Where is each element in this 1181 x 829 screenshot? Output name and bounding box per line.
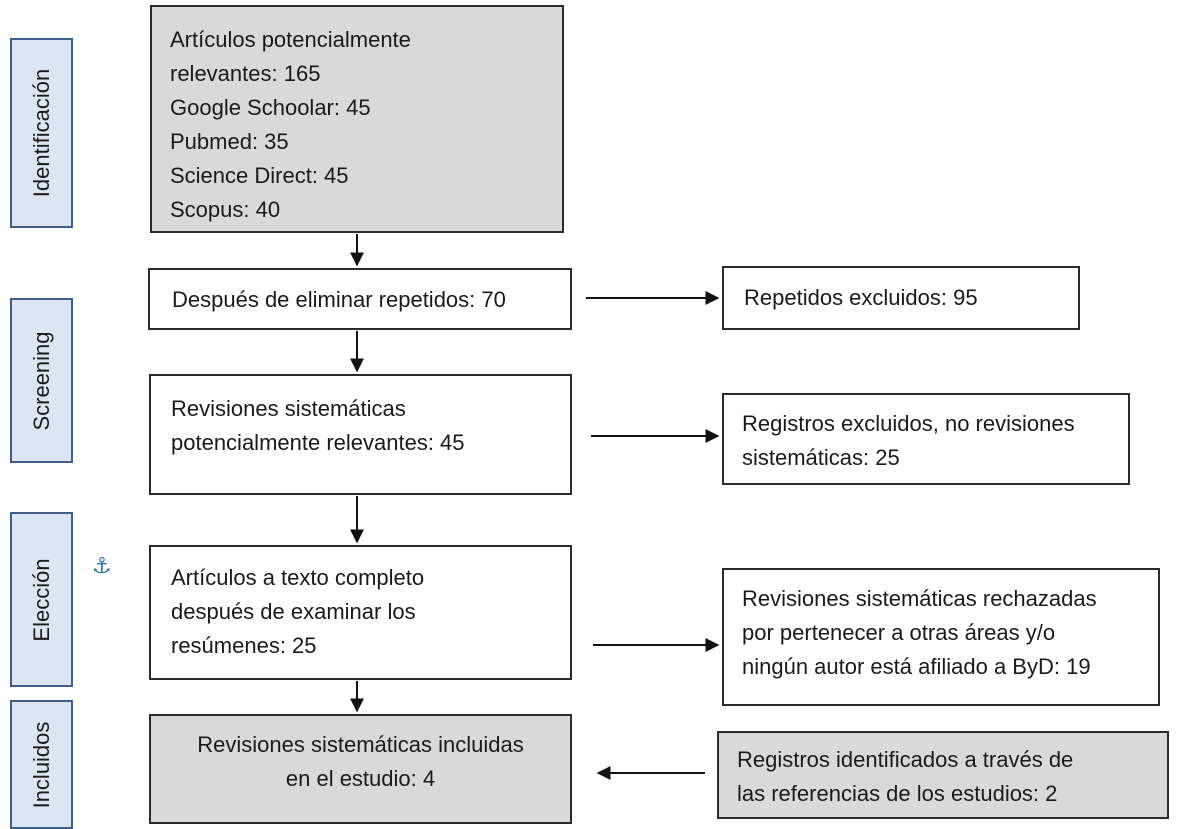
- box-line: Revisiones sistemáticas incluidas: [197, 732, 524, 757]
- box-line: Scopus: 40: [170, 197, 281, 222]
- box-line: potencialmente relevantes: 45: [171, 430, 465, 455]
- phase-incluidos: Incluidos: [10, 700, 73, 829]
- box-duplicates-excluded: Repetidos excluidos: 95: [722, 266, 1080, 330]
- box-line: Artículos a texto completo: [171, 565, 425, 590]
- box-records-excluded: Registros excluidos, no revisiones siste…: [722, 393, 1130, 485]
- box-line: Revisiones sistemáticas rechazadas: [742, 586, 1097, 611]
- box-line: ningún autor está afiliado a ByD: 19: [742, 654, 1091, 679]
- box-line: Después de eliminar repetidos: 70: [172, 287, 506, 312]
- box-after-duplicates: Después de eliminar repetidos: 70: [148, 268, 572, 330]
- phase-identificacion: Identificación: [10, 38, 73, 228]
- box-line: Registros excluidos, no revisiones: [742, 411, 1075, 436]
- box-line: Google Schoolar: 45: [170, 95, 371, 120]
- box-line: después de examinar los: [171, 599, 416, 624]
- box-potential-reviews: Revisiones sistemáticas potencialmente r…: [149, 374, 572, 495]
- box-included: Revisiones sistemáticas incluidas en el …: [149, 714, 572, 824]
- box-line: Pubmed: 35: [170, 129, 289, 154]
- box-references: Registros identificados a través de las …: [717, 731, 1169, 819]
- box-line: Artículos potencialmente: [170, 27, 411, 52]
- box-line: sistemáticas: 25: [742, 445, 900, 470]
- box-line: Science Direct: 45: [170, 163, 349, 188]
- box-line: Registros identificados a través de: [737, 747, 1074, 772]
- box-full-text: Artículos a texto completo después de ex…: [149, 545, 572, 680]
- box-line: relevantes: 165: [170, 61, 321, 86]
- phase-screening: Screening: [10, 298, 73, 463]
- box-line: las referencias de los estudios: 2: [737, 781, 1058, 806]
- box-rejected: Revisiones sistemáticas rechazadas por p…: [722, 568, 1160, 706]
- box-line: Revisiones sistemáticas: [171, 396, 406, 421]
- anchor-icon: ⚓: [92, 553, 112, 578]
- box-line: Repetidos excluidos: 95: [744, 285, 978, 310]
- phase-eleccion: Elección: [10, 512, 73, 687]
- box-line: por pertenecer a otras áreas y/o: [742, 620, 1056, 645]
- box-line: resúmenes: 25: [171, 633, 317, 658]
- box-identification: Artículos potencialmente relevantes: 165…: [150, 5, 564, 233]
- box-line: en el estudio: 4: [285, 766, 436, 791]
